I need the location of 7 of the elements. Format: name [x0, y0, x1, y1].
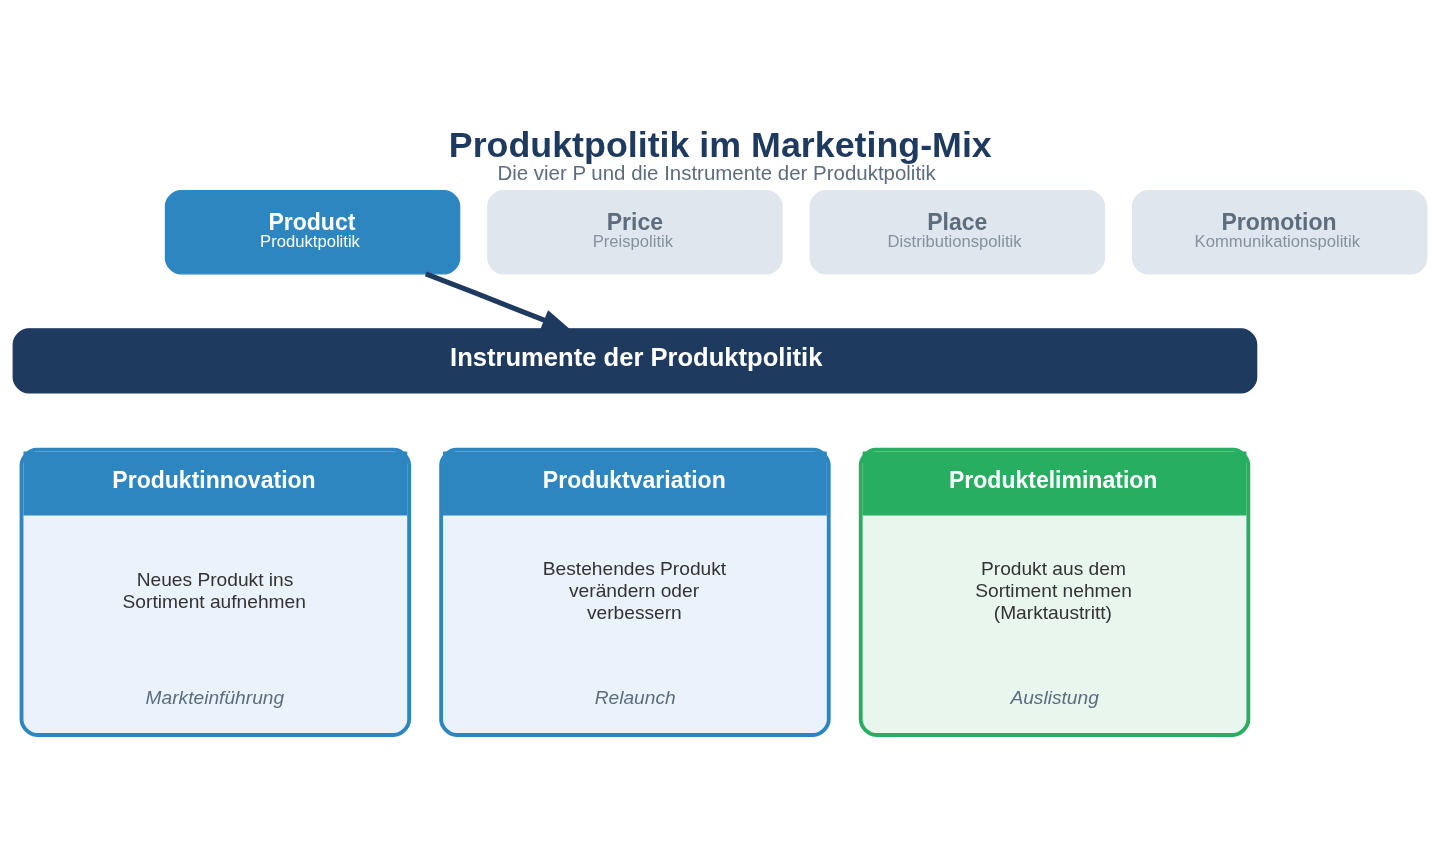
node-box: Place Distributionspolitik — [809, 189, 1106, 274]
node-box: Price Preispolitik — [487, 189, 783, 274]
node-box: Promotion Kommunikationspolitik — [1131, 189, 1428, 274]
node-box: Instrumente der Produktpolitik — [12, 327, 1258, 393]
arrow — [424, 271, 573, 332]
node-box: Product Produktpolitik — [164, 189, 461, 274]
diagram-title: Produktpolitik im Marketing-Mix — [448, 124, 992, 165]
